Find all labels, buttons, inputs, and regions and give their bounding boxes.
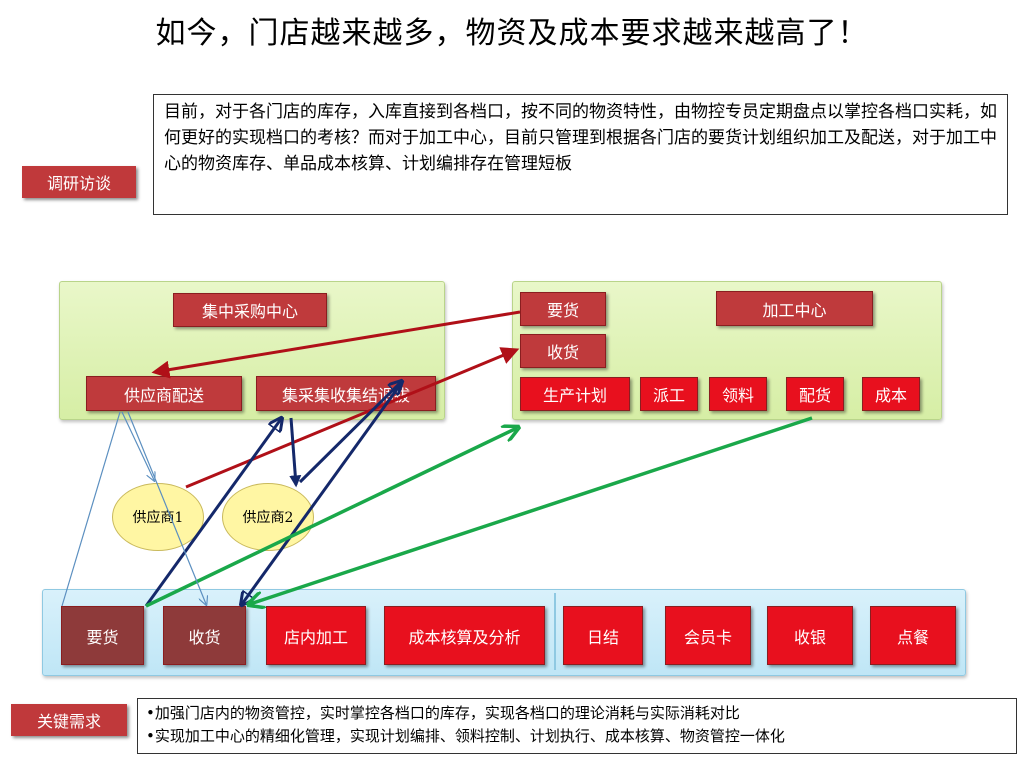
line-store-order-to-supplier-delivery [61,411,121,607]
research-tag: 调研访谈 [22,166,136,198]
arrow-order-to-supplier-delivery [151,310,521,379]
member-card-button[interactable]: 会员卡 [665,606,751,665]
arrow-central-to-store-receive [242,384,402,604]
arrow-supplier2-to-central [298,382,401,484]
cashier-button[interactable]: 收银 [767,606,853,665]
material-pick-button[interactable]: 领料 [709,377,767,411]
key-needs-box: •加强门店内的物资管控，实时掌控各档口的库存，实现各档口的理论消耗与实际消耗对比… [137,698,1017,754]
in-store-processing-button[interactable]: 店内加工 [266,606,366,665]
supplier-1-node[interactable]: 供应商1 [112,483,204,551]
processing-center-title[interactable]: 加工中心 [716,291,873,326]
central-allocation-button[interactable]: 集采集收集结调拔 [256,376,436,411]
production-plan-button[interactable]: 生产计划 [520,377,630,411]
research-text-box: 目前，对于各门店的库存，入库直接到各档口，按不同的物资特性，由物控专员定期盘点以… [153,94,1008,215]
cost-button[interactable]: 成本 [862,377,920,411]
supplier-2-node[interactable]: 供应商2 [222,483,314,551]
store-panel-divider [554,593,556,670]
store-order-button[interactable]: 要货 [61,606,144,665]
arrow-supplier-delivery-to-supplier1 [121,411,154,480]
page-title: 如今，门店越来越多，物资及成本要求越来越高了！ [155,16,869,51]
key-need-line-2: •实现加工中心的精细化管理，实现计划编排、领料控制、计划执行、成本核算、物资管控… [146,727,785,745]
dispatch-button[interactable]: 派工 [640,377,698,411]
key-need-line-1: •加强门店内的物资管控，实时掌控各档口的库存，实现各档口的理论消耗与实际消耗对比 [146,704,740,722]
key-needs-tag: 关键需求 [11,704,127,736]
processing-receive-button[interactable]: 收货 [520,334,606,368]
arrow-supplier-delivery-to-store-receive [127,411,206,604]
cost-analysis-button[interactable]: 成本核算及分析 [384,606,545,665]
processing-order-button[interactable]: 要货 [520,292,606,326]
arrow-store-order-to-processing [145,428,517,608]
arrow-store-order-to-central [144,419,281,607]
ordering-button[interactable]: 点餐 [870,606,956,665]
arrow-supplier1-to-processing-receive [185,347,520,489]
store-receive-button[interactable]: 收货 [163,606,246,665]
distribution-button[interactable]: 配货 [786,377,844,411]
daily-close-button[interactable]: 日结 [563,606,643,665]
procurement-center-title[interactable]: 集中采购中心 [173,293,327,327]
arrow-distribution-to-store-receive [250,416,813,604]
arrow-central-to-supplier2 [289,417,302,488]
